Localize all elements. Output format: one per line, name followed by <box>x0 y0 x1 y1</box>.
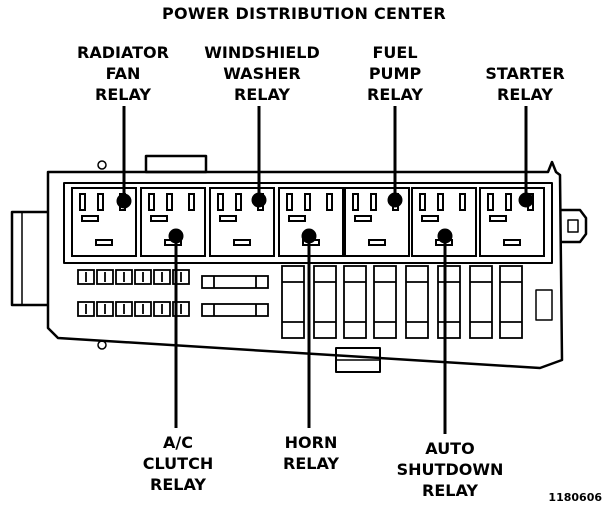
maxi-fuse <box>405 265 429 339</box>
leader-windshield-washer <box>251 106 267 208</box>
cartridge-fuse <box>201 275 269 289</box>
maxi-fuse <box>373 265 397 339</box>
right-connector <box>560 208 588 244</box>
mini-fuse <box>134 301 152 317</box>
figure-id: 1180606 <box>548 491 602 504</box>
mini-fuse <box>115 269 133 285</box>
mini-fuse <box>96 301 114 317</box>
callout-dot <box>518 192 534 208</box>
mini-fuse <box>153 301 171 317</box>
maxi-fuse <box>499 265 523 339</box>
leader-starter <box>518 106 534 208</box>
callout-dot <box>251 192 267 208</box>
maxi-fuse <box>469 265 493 339</box>
relay-socket <box>71 187 137 257</box>
mini-fuse <box>172 301 190 317</box>
cartridge-fuse <box>201 303 269 317</box>
relay-socket <box>140 187 206 257</box>
callout-dot <box>387 192 403 208</box>
mini-fuse <box>134 269 152 285</box>
pdc-housing <box>46 160 564 370</box>
label-starter-relay: STARTER RELAY <box>485 64 565 104</box>
left-bracket <box>10 210 48 307</box>
label-fuel-pump-relay: FUEL PUMP RELAY <box>367 43 423 104</box>
label-windshield-washer-relay: WINDSHIELD WASHER RELAY <box>204 43 320 104</box>
leader-ac-clutch <box>168 228 184 428</box>
leader-radiator-fan <box>116 106 132 209</box>
top-tab <box>144 154 208 174</box>
label-radiator-fan-relay: RADIATOR FAN RELAY <box>77 43 169 104</box>
mini-fuse <box>96 269 114 285</box>
label-ac-clutch-relay: A/C CLUTCH RELAY <box>142 433 214 494</box>
mini-fuse <box>153 269 171 285</box>
maxi-fuse <box>281 265 305 339</box>
maxi-fuse <box>437 265 461 339</box>
callout-dot <box>116 193 132 209</box>
maxi-fuse <box>313 265 337 339</box>
diagram-title: POWER DISTRIBUTION CENTER <box>161 4 447 23</box>
leader-horn <box>301 228 317 428</box>
leader-auto-shutdown <box>437 228 453 434</box>
callout-dot <box>301 228 317 244</box>
mini-fuse <box>172 269 190 285</box>
callout-dot <box>437 228 453 244</box>
mount-hole <box>97 160 107 170</box>
maxi-fuse <box>343 265 367 339</box>
side-latch <box>535 289 553 321</box>
callout-dot <box>168 228 184 244</box>
relay-socket <box>278 187 344 257</box>
mini-fuse <box>77 269 95 285</box>
relay-socket <box>479 187 545 257</box>
label-horn-relay: HORN RELAY <box>283 433 339 473</box>
mini-fuse <box>77 301 95 317</box>
mini-fuse <box>115 301 133 317</box>
label-auto-shutdown-relay: AUTO SHUTDOWN RELAY <box>396 439 504 500</box>
leader-fuel-pump <box>387 106 403 208</box>
mount-hole <box>97 340 107 350</box>
